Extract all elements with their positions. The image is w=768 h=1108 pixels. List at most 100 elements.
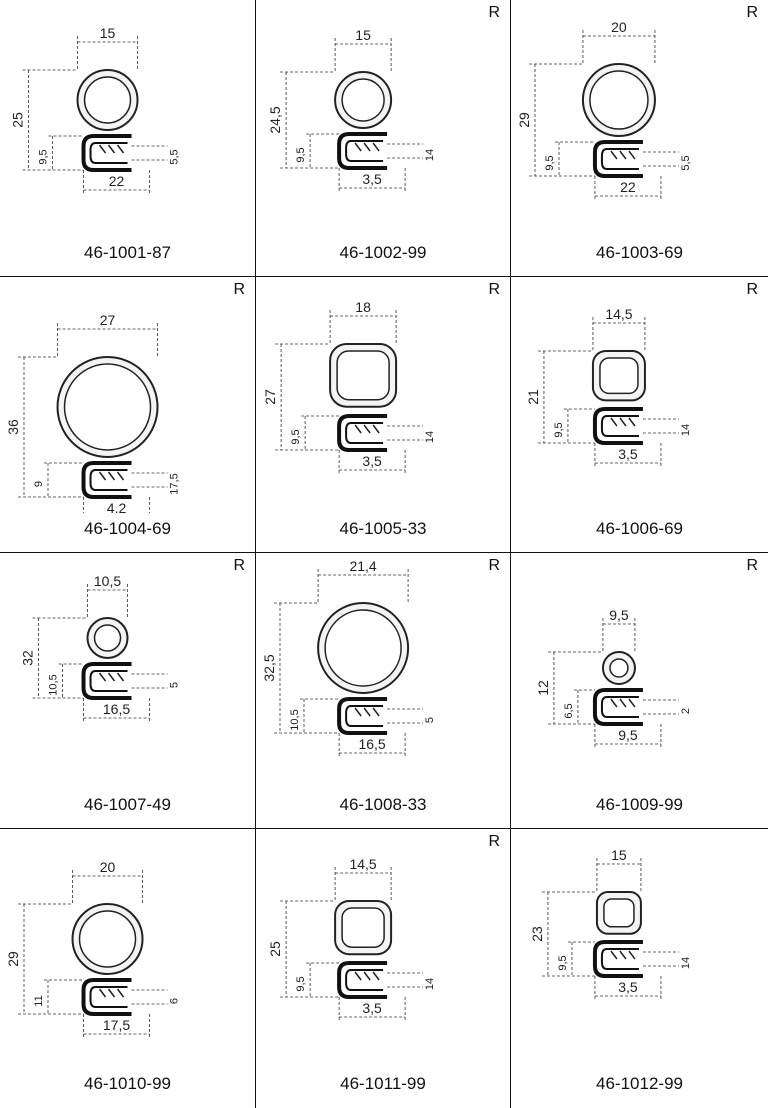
seal-profile-drawing — [591, 350, 646, 445]
seal-profile-drawing — [56, 356, 159, 499]
dim-clip-height: 9,5 — [557, 955, 569, 970]
dim-total-height: 24,5 — [267, 106, 283, 133]
dim-side: 5 — [424, 717, 436, 723]
dim-clip-height: 9,5 — [295, 976, 307, 991]
dim-clip-height: 9,5 — [544, 155, 556, 170]
dim-total-height: 23 — [529, 926, 545, 942]
dim-side: 2 — [680, 708, 692, 714]
dim-clip-height: 9,5 — [553, 422, 565, 437]
seal-profile-drawing — [581, 63, 656, 178]
dim-side: 14 — [424, 978, 436, 990]
dim-side: 5,5 — [680, 155, 692, 170]
dim-side: 14 — [680, 424, 692, 436]
dim-total-height: 36 — [5, 419, 21, 435]
dim-side: 14 — [424, 431, 436, 443]
dim-bottom-width: 22 — [109, 173, 125, 189]
dim-total-height: 27 — [262, 389, 278, 405]
profile-code-label: 46-1012-99 — [596, 1074, 683, 1093]
seal-profile-drawing — [71, 903, 144, 1016]
profile-code-label: 46-1008-33 — [339, 795, 427, 814]
dim-bottom-width: 3,5 — [362, 171, 382, 187]
profile-code-label: 46-1007-49 — [84, 795, 171, 814]
dim-top-width: 21,4 — [349, 558, 376, 574]
dim-clip-height: 9,5 — [290, 429, 302, 444]
seal-profile-drawing — [592, 651, 643, 726]
r-mark: R — [746, 281, 758, 298]
profile-cell: 10,5 32 10,5 5 16,5 R 46-1007-49 — [0, 553, 256, 829]
dim-bottom-width: 3,5 — [618, 979, 638, 995]
profile-code-label: 46-1002-99 — [339, 243, 427, 262]
dim-clip-height: 9 — [33, 481, 45, 487]
dim-bottom-width: 9,5 — [618, 727, 638, 743]
dim-top-width: 18 — [355, 299, 371, 315]
dim-bottom-width: 17,5 — [103, 1017, 130, 1033]
dim-total-height: 32,5 — [261, 654, 277, 681]
dim-top-width: 20 — [100, 859, 116, 875]
profile-cell: 21,4 32,5 10,5 5 16,5 R 46-1008-33 — [256, 553, 511, 829]
dim-side: 5 — [169, 682, 181, 688]
profile-code-label: 46-1003-69 — [596, 243, 683, 262]
dim-top-width: 15 — [100, 25, 116, 41]
r-mark: R — [233, 557, 245, 574]
profile-diagram: 10,5 32 10,5 5 16,5 — [20, 573, 181, 722]
profile-cell: 15 24,5 9,5 14 3,5 R 46-1002-99 — [256, 0, 511, 277]
dim-clip-height: 9,5 — [38, 149, 50, 164]
dim-clip-height: 6,5 — [563, 703, 575, 718]
r-mark: R — [746, 4, 758, 21]
profile-code-label: 46-1006-69 — [596, 519, 683, 538]
dim-clip-height: 10,5 — [289, 709, 301, 730]
profile-code-label: 46-1004-69 — [84, 519, 171, 538]
seal-profile-drawing — [81, 617, 132, 700]
profile-code-label: 46-1011-99 — [340, 1074, 426, 1093]
seal-profile-drawing — [334, 71, 393, 170]
profile-diagram: 21,4 32,5 10,5 5 16,5 — [261, 558, 436, 757]
dim-total-height: 21 — [525, 389, 541, 405]
profile-code-label: 46-1005-33 — [339, 519, 427, 538]
r-mark: R — [488, 833, 500, 850]
dim-total-height: 32 — [20, 650, 36, 666]
dim-bottom-width: 3,5 — [618, 446, 638, 462]
r-mark: R — [488, 557, 500, 574]
profile-diagram: 15 24,5 9,5 14 3,5 — [267, 27, 436, 192]
dim-bottom-width: 16,5 — [103, 701, 130, 717]
dim-side: 6 — [169, 998, 181, 1004]
dim-top-width: 15 — [355, 27, 371, 43]
seal-profile-drawing — [592, 891, 643, 978]
r-mark: R — [488, 4, 500, 21]
r-mark: R — [488, 281, 500, 298]
dim-clip-height: 9,5 — [295, 147, 307, 162]
dim-bottom-width: 3,5 — [362, 1000, 382, 1016]
dim-bottom-width: 22 — [620, 179, 636, 195]
dim-top-width: 14,5 — [349, 856, 376, 872]
dim-side: 14 — [424, 149, 436, 161]
dim-top-width: 14,5 — [605, 306, 632, 322]
profile-code-label: 46-1001-87 — [84, 243, 171, 262]
dim-clip-height: 11 — [33, 995, 45, 1006]
seal-profile-drawing — [76, 69, 139, 172]
dim-side: 5,5 — [169, 149, 181, 164]
seal-profile-drawing — [334, 900, 393, 999]
dim-total-height: 12 — [535, 680, 551, 696]
profile-code-label: 46-1010-99 — [84, 1074, 171, 1093]
dim-side: 17,5 — [169, 473, 181, 494]
dim-top-width: 10,5 — [94, 573, 121, 589]
dim-total-height: 29 — [516, 112, 532, 128]
dim-top-width: 15 — [611, 847, 627, 863]
profile-cell: 14,5 21 9,5 14 3,5 R 46-1006-69 — [511, 277, 768, 553]
dim-bottom-width: 16,5 — [358, 736, 385, 752]
seal-profile-drawing — [329, 343, 398, 452]
dim-clip-height: 10,5 — [48, 674, 60, 695]
